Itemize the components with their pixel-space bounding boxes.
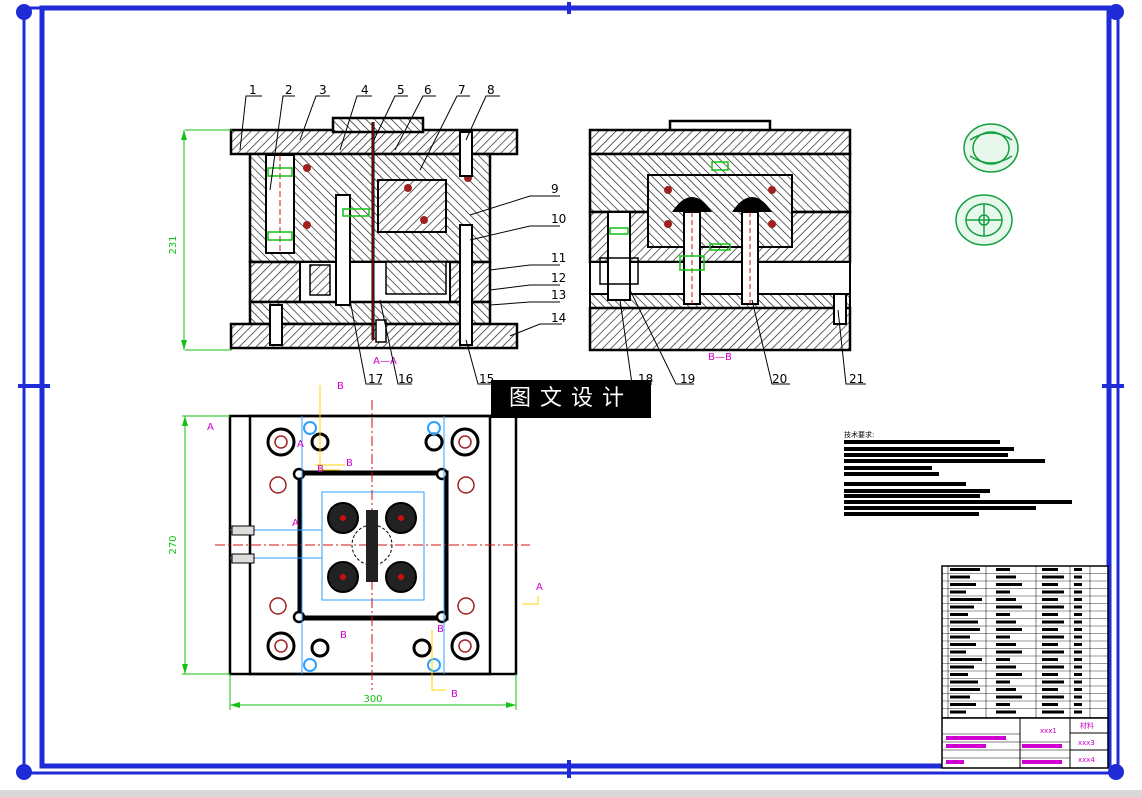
balloon-12: 12: [551, 271, 566, 285]
plan-view: [182, 385, 539, 710]
plan-width-dimension: 300: [363, 694, 382, 705]
cut-mark-a4: A: [536, 582, 543, 593]
cut-mark-a3: A: [292, 518, 299, 529]
plan-height-dimension: 270: [168, 535, 179, 554]
balloon-16: 16: [398, 372, 413, 386]
title-block: [941, 717, 1109, 769]
cut-mark-a1: A: [207, 422, 214, 433]
balloon-3: 3: [319, 83, 327, 97]
section-bb-view: [588, 119, 852, 352]
balloon-10: 10: [551, 212, 566, 226]
balloon-8: 8: [487, 83, 495, 97]
cut-mark-b3: B: [317, 464, 324, 475]
balloon-5: 5: [397, 83, 405, 97]
balloon-17: 17: [368, 372, 383, 386]
cut-mark-a2: A: [297, 439, 304, 450]
frame-corner-dots: [16, 4, 1124, 780]
balloon-14: 14: [551, 311, 566, 325]
title-block-material: xxx3: [1078, 739, 1095, 747]
balloon-4: 4: [361, 83, 369, 97]
balloon-15: 15: [479, 372, 494, 386]
balloon-13: 13: [551, 288, 566, 302]
balloon-21: 21: [849, 372, 864, 386]
section-cut-marks: A A B B B B A A B B: [207, 381, 543, 700]
balloon-19: 19: [680, 372, 695, 386]
leader-lines: [239, 95, 866, 385]
bottom-scrollbar-strip: [0, 790, 1142, 797]
cut-mark-b6: B: [451, 689, 458, 700]
balloon-7: 7: [458, 83, 466, 97]
tech-requirements-title: 技术要求:: [844, 430, 874, 439]
tech-requirements-lines: [844, 440, 1072, 516]
aa-height-dimension: 231: [168, 235, 179, 254]
section-bb-label: B—B: [708, 352, 732, 363]
balloon-1: 1: [249, 83, 257, 97]
title-block-drawing-no: xxx4: [1078, 756, 1095, 764]
watermark-banner: 图文设计: [491, 380, 651, 418]
title-block-name: xxx1: [1040, 727, 1057, 735]
balloon-20: 20: [772, 372, 787, 386]
balloon-11: 11: [551, 251, 566, 265]
product-preview-bottom: [955, 194, 1013, 246]
section-aa-view: [181, 116, 519, 351]
cut-mark-b1: B: [337, 381, 344, 392]
section-aa-label: A—A: [373, 356, 397, 367]
balloon-2: 2: [285, 83, 293, 97]
cut-mark-b5: B: [437, 624, 444, 635]
balloon-6: 6: [424, 83, 432, 97]
drawing-frame: [18, 2, 1124, 778]
title-block-label: 材料: [1080, 721, 1094, 730]
parts-list: [941, 565, 1109, 719]
balloon-9: 9: [551, 182, 559, 196]
product-preview-top: [963, 123, 1019, 173]
cut-mark-b2: B: [346, 458, 353, 469]
cut-mark-b4: B: [340, 630, 347, 641]
